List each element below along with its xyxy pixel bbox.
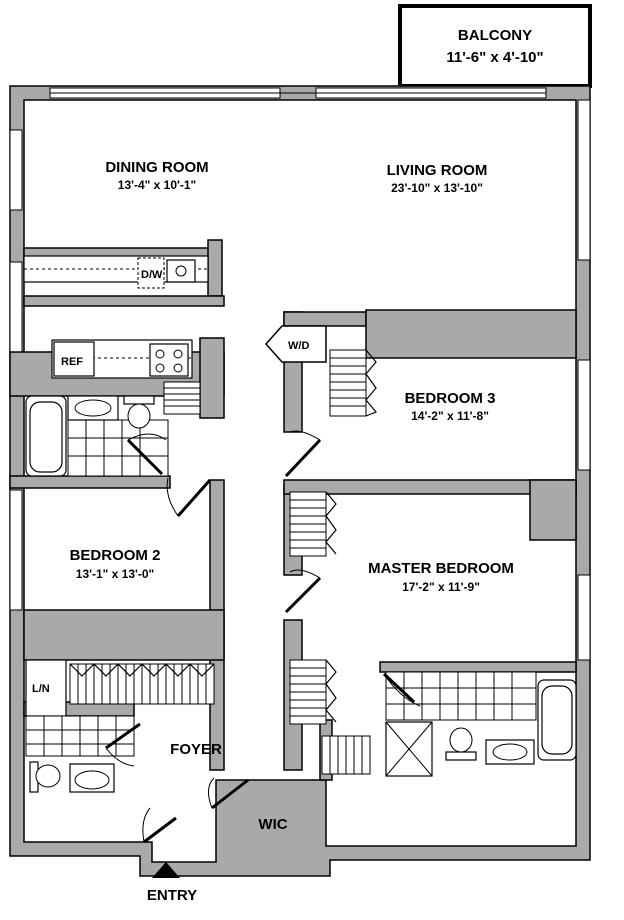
washer-dryer-label: W/D	[288, 340, 309, 352]
master-toilet-tank	[445, 751, 477, 761]
living-bed3-wall	[283, 311, 367, 327]
closet-master-upper	[289, 491, 337, 557]
master-bath-top-wall	[379, 661, 577, 673]
closet-master-bath	[321, 735, 371, 775]
closet-bed2	[69, 663, 215, 705]
shower-diag-2	[385, 721, 433, 777]
master-sink	[492, 743, 528, 761]
kitchen-wall-2	[207, 239, 223, 297]
kitchen-sink-drain	[175, 265, 187, 277]
refrigerator	[53, 341, 95, 377]
bedroom2-name: BEDROOM 2	[70, 547, 161, 564]
dishwasher	[137, 257, 165, 289]
wic-name: WIC	[258, 816, 287, 833]
door-swings	[105, 430, 421, 843]
master-toilet	[449, 727, 473, 753]
dining-name: DINING ROOM	[105, 159, 208, 176]
bath1-right-wall	[199, 337, 225, 419]
master-bath-tiles	[386, 672, 536, 720]
burner-1	[155, 349, 165, 359]
burner-3	[155, 363, 165, 373]
closet-master-lower	[289, 659, 337, 725]
closet-bath-hall	[163, 381, 201, 415]
refrigerator-label: REF	[61, 356, 83, 368]
master-name: MASTER BEDROOM	[368, 560, 514, 577]
bath1-sink	[74, 399, 112, 417]
window-left-bed2	[9, 489, 23, 611]
bath2-sink	[74, 770, 110, 790]
kitchen-sink	[166, 259, 196, 283]
bath1-floor	[67, 419, 169, 477]
master-bath-floor	[385, 671, 537, 721]
bedroom3-dims: 14'-2" x 11'-8"	[411, 409, 489, 423]
window-right-living	[577, 99, 591, 261]
living-name: LIVING ROOM	[387, 162, 488, 179]
bed3-top-wall	[365, 309, 577, 359]
balcony-name: BALCONY	[458, 27, 532, 44]
window-right-master	[577, 574, 591, 661]
dishwasher-label: D/W	[141, 269, 163, 281]
living-dims: 23'-10" x 13'-10"	[391, 181, 483, 195]
burner-2	[173, 349, 183, 359]
foyer-name: FOYER	[170, 741, 222, 758]
linen-closet	[25, 659, 67, 717]
bedroom2-dims: 13'-1" x 13'-0"	[76, 567, 154, 581]
bath1-toilet-tank	[123, 395, 155, 405]
bath2-tiles	[26, 716, 134, 756]
linen-label: L/N	[32, 683, 50, 695]
burner-4	[173, 363, 183, 373]
entry-label: ENTRY	[147, 887, 197, 904]
window-left-kitchen	[9, 261, 23, 353]
bath1-tub-inner	[29, 401, 63, 473]
balcony-outline	[398, 4, 592, 88]
bedroom3-name: BEDROOM 3	[405, 390, 496, 407]
washer-dryer	[264, 325, 327, 363]
bath1-toilet	[127, 403, 151, 429]
entry-arrow	[152, 862, 180, 878]
doors	[105, 438, 416, 844]
dining-dims: 13'-4" x 10'-1"	[118, 178, 196, 192]
master-tub-inner	[541, 685, 573, 755]
outer-wall	[9, 85, 591, 877]
stove	[149, 343, 189, 377]
bed3-master-wall-2	[529, 479, 577, 541]
bath1-tiles	[68, 420, 168, 476]
closet-bed3	[329, 349, 377, 417]
balcony-dims: 11'-6" x 4'-10"	[446, 49, 543, 66]
master-dims: 17'-2" x 11'-9"	[402, 580, 480, 594]
bed2-lower-wall	[23, 609, 225, 661]
window-right-bed3	[577, 359, 591, 471]
window-left-dining	[9, 129, 23, 211]
kitchen-lower-wall	[23, 295, 225, 307]
bath2-toilet	[35, 764, 61, 788]
bath1-bottom-wall	[9, 475, 171, 489]
